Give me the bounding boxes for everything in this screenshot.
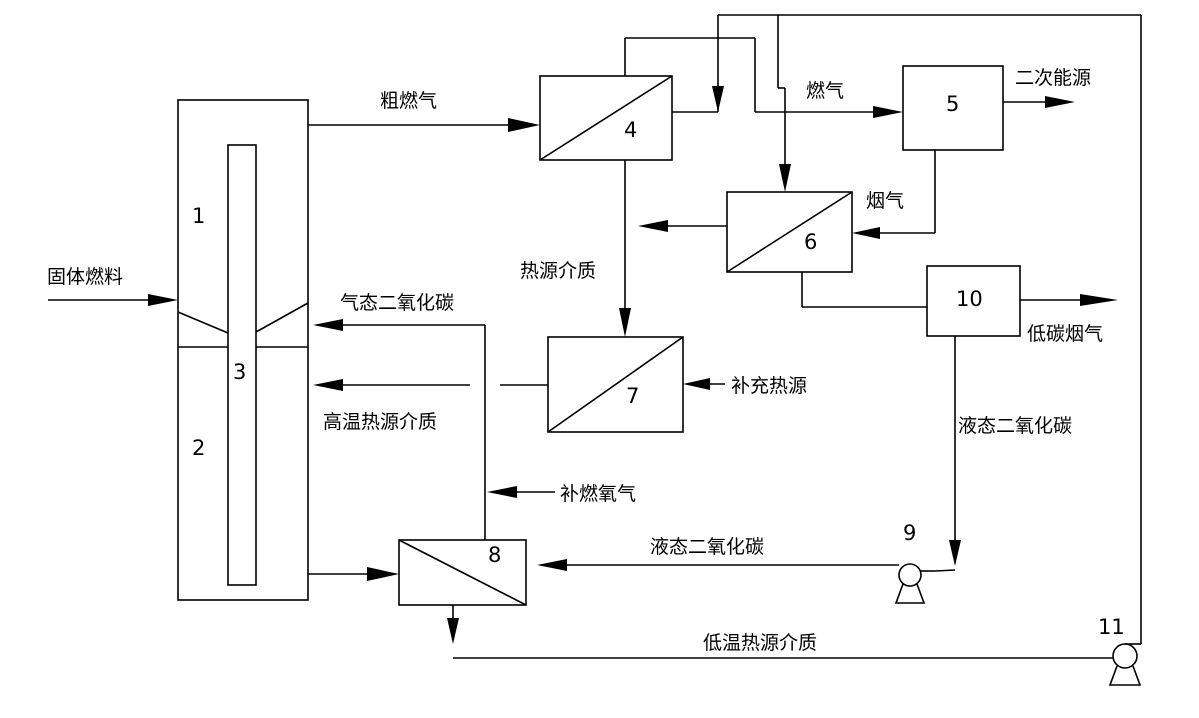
label-flue-gas: 烟气 <box>866 190 904 212</box>
label-low-temp-medium: 低温热源介质 <box>703 632 817 654</box>
label-high-temp-medium: 高温热源介质 <box>323 411 437 433</box>
number-1: 1 <box>192 204 205 228</box>
pump-9 <box>894 563 935 604</box>
riser-tube-3 <box>227 144 257 586</box>
label-liquid-co2-bottom: 液态二氧化碳 <box>650 536 764 558</box>
number-7: 7 <box>626 384 639 408</box>
label-low-carbon-flue-gas: 低碳烟气 <box>1027 323 1103 345</box>
number-10: 10 <box>956 287 983 311</box>
heat-exchanger-4 <box>539 75 673 161</box>
number-5: 5 <box>946 92 959 116</box>
label-gaseous-co2: 气态二氧化碳 <box>340 292 454 314</box>
label-crude-gas: 粗燃气 <box>380 90 437 112</box>
number-2: 2 <box>192 436 205 460</box>
label-heat-medium: 热源介质 <box>520 260 596 282</box>
label-liquid-co2-vertical: 液态二氧化碳 <box>958 415 1072 437</box>
pump-11 <box>1108 643 1142 686</box>
unit-5 <box>902 65 1004 151</box>
label-fuel-gas: 燃气 <box>806 80 844 102</box>
number-9: 9 <box>903 521 916 545</box>
number-8: 8 <box>488 543 501 567</box>
label-supplemental-heat: 补充热源 <box>731 375 807 397</box>
heat-exchanger-7 <box>547 336 684 433</box>
number-4: 4 <box>624 118 637 142</box>
number-6: 6 <box>804 230 817 254</box>
label-solid-fuel: 固体燃料 <box>47 266 123 288</box>
number-11: 11 <box>1098 615 1125 639</box>
heat-exchanger-8 <box>398 539 527 606</box>
arrowheads <box>148 86 1118 644</box>
unit-10 <box>926 265 1021 337</box>
number-3: 3 <box>233 360 246 384</box>
flow-lines <box>48 14 1142 659</box>
heat-exchanger-6 <box>726 191 853 273</box>
label-supplemental-oxygen: 补燃氧气 <box>560 483 636 505</box>
label-secondary-energy: 二次能源 <box>1015 67 1091 89</box>
